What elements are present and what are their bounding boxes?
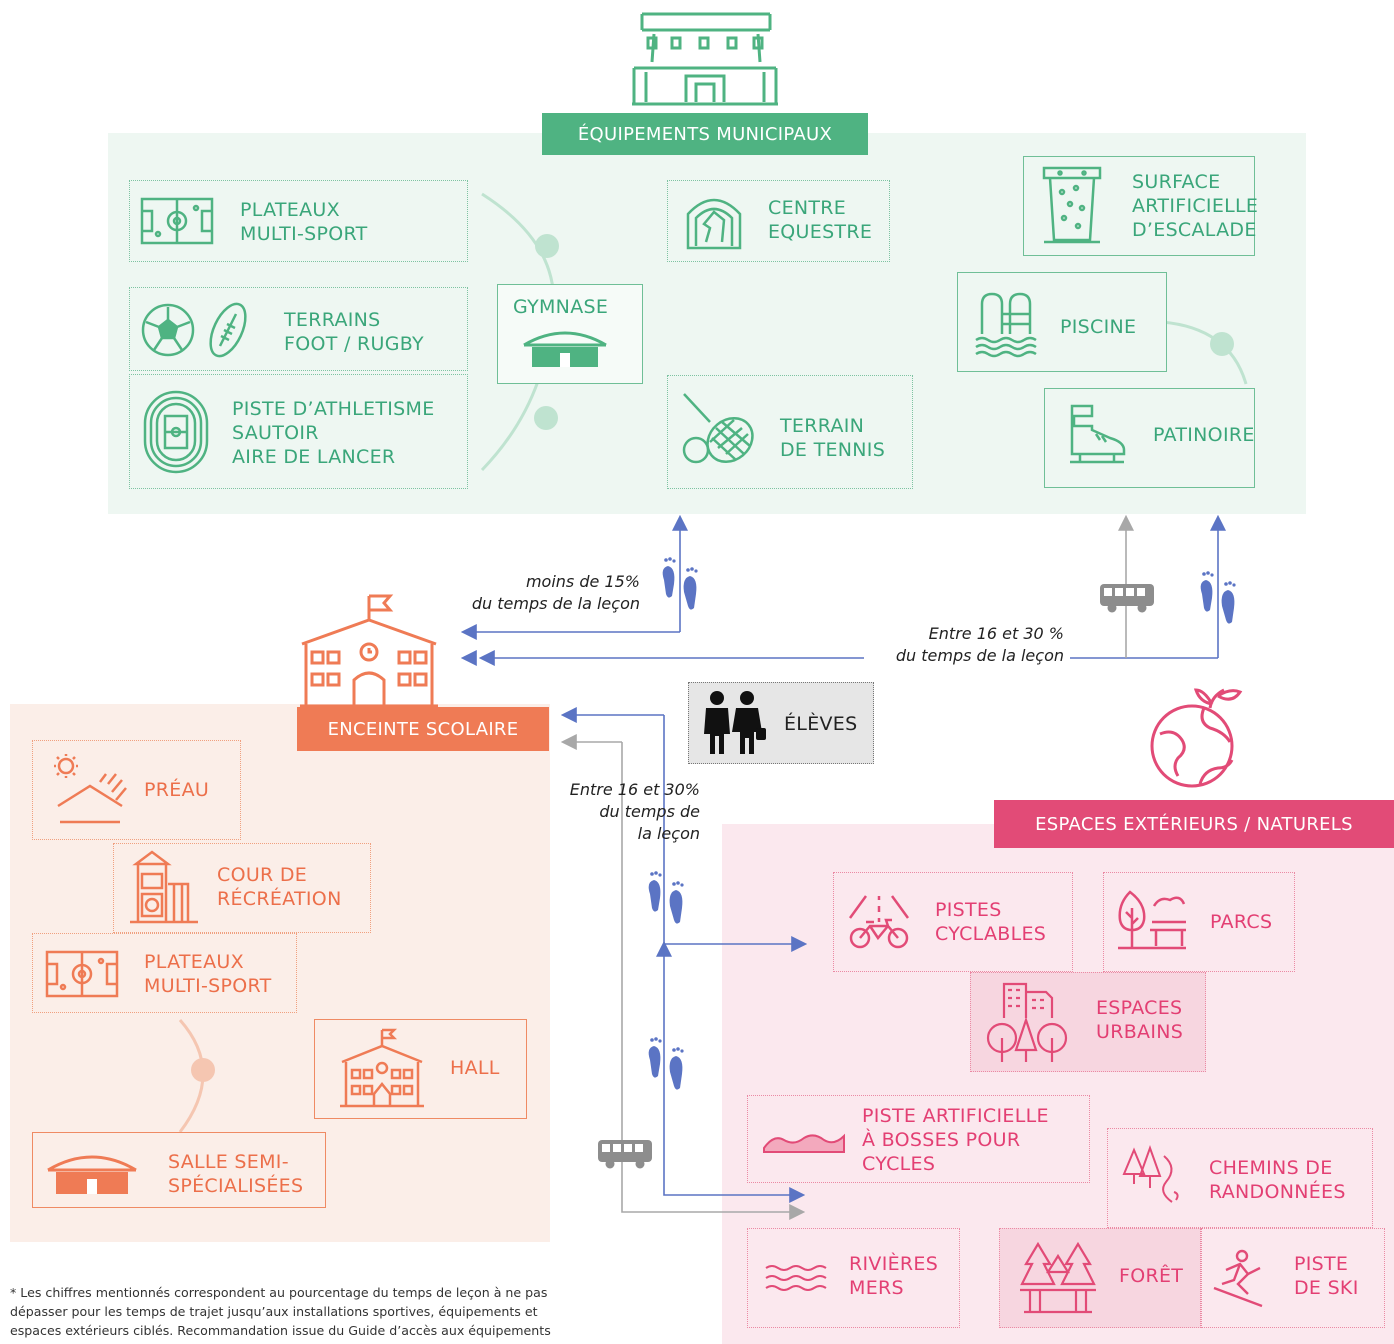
ski-label: PISTE DE SKI bbox=[1294, 1253, 1359, 1299]
forest-icon bbox=[1020, 1241, 1096, 1314]
escalade-card bbox=[1023, 156, 1255, 256]
piscine-label: PISCINE bbox=[1060, 316, 1137, 338]
gymnasium-icon bbox=[523, 331, 607, 367]
school-plateaux-label: PLATEAUX MULTI-SPORT bbox=[144, 951, 272, 997]
sports-field-icon bbox=[140, 197, 214, 245]
tennis-label: TERRAIN DE TENNIS bbox=[780, 415, 886, 461]
cyclables-label: PISTES CYCLABLES bbox=[935, 899, 1047, 945]
swimming-pool-icon bbox=[975, 292, 1037, 358]
footnote-line-2: dépasser pour les temps de trajet jusqu’… bbox=[10, 1304, 538, 1319]
bus-icon bbox=[598, 1140, 652, 1169]
tennis-racket-icon bbox=[682, 393, 754, 464]
school-hall-icon bbox=[340, 1028, 424, 1108]
municipal-piste-card bbox=[129, 374, 468, 489]
equestre-label: CENTRE EQUESTRE bbox=[768, 197, 873, 243]
preau-card bbox=[32, 740, 241, 840]
city-icon bbox=[986, 982, 1068, 1062]
parcs-label: PARCS bbox=[1210, 911, 1273, 933]
school-banner: ENCEINTE SCOLAIRE bbox=[297, 707, 549, 751]
hall-label: HALL bbox=[450, 1057, 500, 1079]
salle-card bbox=[32, 1132, 326, 1208]
randonnees-label: CHEMINS DE RANDONNÉES bbox=[1209, 1157, 1346, 1203]
shelter-icon bbox=[54, 754, 127, 824]
footnote-line-1: * Les chiffres mentionnés correspondent … bbox=[10, 1285, 548, 1300]
escalade-label: SURFACE ARTIFICIELLE D’ESCALADE bbox=[1132, 171, 1259, 241]
footprints-icon bbox=[662, 557, 698, 610]
students-icon bbox=[704, 691, 766, 754]
municipal-plateaux-card bbox=[129, 180, 468, 262]
bus-icon bbox=[1100, 584, 1154, 613]
bosses-label: PISTE ARTIFICIELLE À BOSSES POUR CYCLES bbox=[862, 1105, 1049, 1175]
foret-label: FORÊT bbox=[1119, 1265, 1184, 1287]
municipal-banner: ÉQUIPEMENTS MUNICIPAUX bbox=[542, 113, 868, 155]
footprints-icon bbox=[648, 871, 684, 924]
municipal-terrains-label: TERRAINS FOOT / RUGBY bbox=[284, 309, 424, 355]
equestre-card bbox=[667, 180, 890, 262]
town-hall-icon bbox=[632, 12, 778, 106]
gymnase-label: GYMNASE bbox=[513, 296, 609, 318]
municipal-plateaux-label: PLATEAUX MULTI-SPORT bbox=[240, 199, 368, 245]
patinoire-card bbox=[1044, 388, 1255, 488]
urbains-card bbox=[970, 972, 1206, 1072]
footnote-line-3: espaces extérieurs ciblés. Recommandatio… bbox=[10, 1323, 551, 1338]
skier-icon bbox=[1213, 1249, 1263, 1308]
park-icon bbox=[1118, 890, 1186, 950]
urbains-label: ESPACES URBAINS bbox=[1096, 997, 1184, 1043]
salle-label: SALLE SEMI- SPÉCIALISÉES bbox=[168, 1151, 304, 1197]
globe-sprout-icon bbox=[1150, 688, 1243, 788]
footprints-icon bbox=[1200, 571, 1236, 624]
cour-label: COUR DE RÉCRÉATION bbox=[217, 864, 342, 910]
bosses-card bbox=[747, 1095, 1090, 1183]
ice-skate-icon bbox=[1070, 404, 1126, 464]
municipal-piste-label: PISTE D’ATHLETISME SAUTOIR AIRE DE LANCE… bbox=[232, 398, 435, 468]
ski-card bbox=[1201, 1228, 1385, 1328]
randonnees-card bbox=[1107, 1128, 1373, 1228]
gymnasium-icon bbox=[47, 1155, 137, 1194]
outdoor-banner: ESPACES EXTÉRIEURS / NATURELS bbox=[994, 800, 1394, 848]
waves-icon bbox=[765, 1265, 827, 1291]
school-building-icon bbox=[300, 594, 438, 708]
footprints-icon bbox=[648, 1037, 684, 1090]
municipal-terrains-card bbox=[129, 287, 468, 371]
climbing-wall-icon bbox=[1042, 166, 1102, 244]
connector-arc-right bbox=[1161, 320, 1248, 385]
tennis-card bbox=[667, 375, 913, 489]
connector-arc-school bbox=[178, 1019, 215, 1133]
horse-icon bbox=[686, 198, 742, 250]
school-plateaux-card bbox=[32, 933, 297, 1013]
sports-field-icon bbox=[45, 950, 119, 998]
playground-icon bbox=[130, 850, 198, 924]
athletics-track-icon bbox=[143, 390, 209, 474]
bike-lane-icon bbox=[848, 895, 910, 949]
pump-track-icon bbox=[763, 1133, 845, 1153]
parcs-card bbox=[1103, 872, 1295, 972]
hiking-trail-icon bbox=[1122, 1145, 1179, 1203]
travel-time-outdoor: Entre 16 et 30% du temps de la leçon bbox=[569, 780, 700, 843]
patinoire-label: PATINOIRE bbox=[1153, 424, 1255, 446]
rivieres-label: RIVIÈRES MERS bbox=[849, 1253, 939, 1299]
rivieres-card bbox=[747, 1228, 960, 1328]
travel-time-medium: Entre 16 et 30 % du temps de la leçon bbox=[895, 624, 1064, 665]
eleves-label: ÉLÈVES bbox=[784, 713, 858, 735]
cyclables-card bbox=[833, 872, 1073, 972]
preau-label: PRÉAU bbox=[144, 779, 210, 801]
ball-icon bbox=[141, 302, 247, 358]
hall-card bbox=[314, 1019, 527, 1119]
travel-time-short: moins de 15% du temps de la leçon bbox=[471, 572, 640, 613]
